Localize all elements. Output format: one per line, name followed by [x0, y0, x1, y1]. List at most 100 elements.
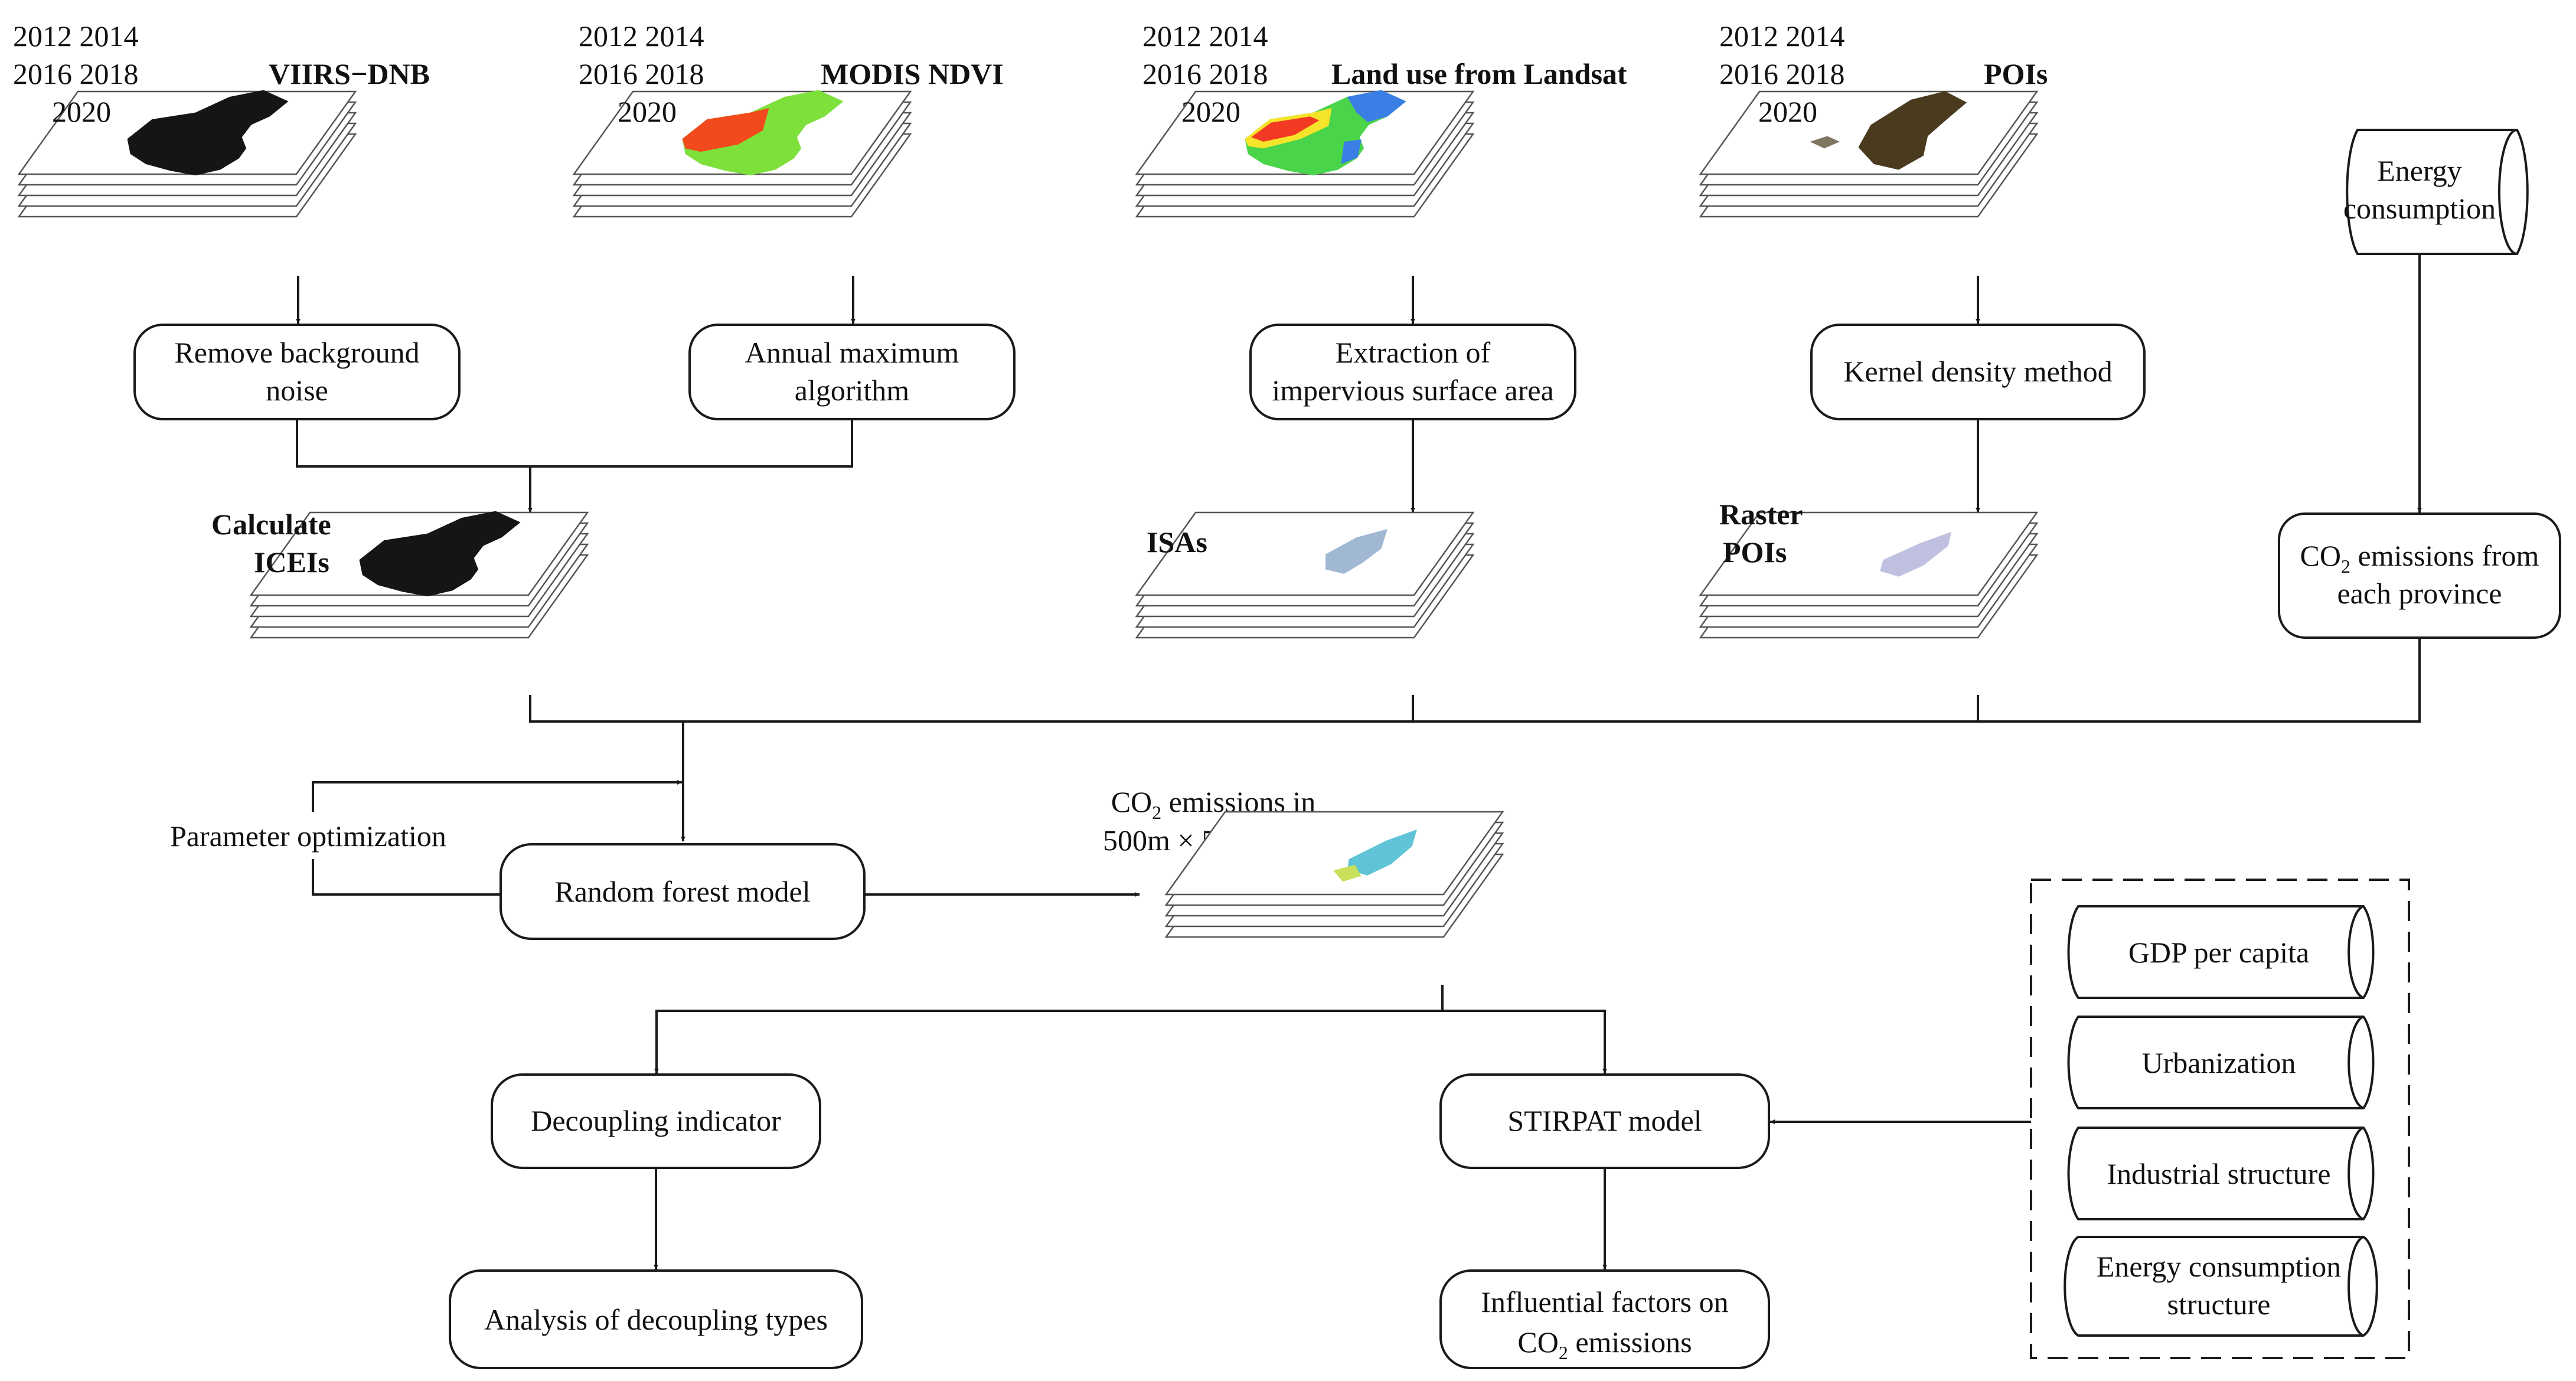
svg-text:2020: 2020	[1758, 95, 1817, 128]
svg-text:STIRPAT model: STIRPAT model	[1507, 1104, 1702, 1137]
factor-industrial-structure: Industrial structure	[2067, 1127, 2375, 1220]
map-shape	[1325, 529, 1387, 574]
svg-text:VIIRS−DNB: VIIRS−DNB	[269, 57, 430, 90]
decoupling-indicator-box: Decoupling indicator	[491, 1073, 821, 1169]
extraction-isa-box: Extraction of impervious surface area	[1249, 324, 1576, 420]
modis-ndvi-stack	[572, 90, 912, 218]
input-label-ndvi: 2012 2014 2016 2018 2020 MODIS NDVI	[579, 19, 1004, 128]
svg-text:each province: each province	[2337, 577, 2502, 610]
map-shape	[359, 511, 521, 596]
poi-map-shape	[1858, 91, 1967, 170]
raster-layer-sheet	[1135, 511, 1475, 596]
svg-text:2016 2018: 2016 2018	[1142, 57, 1268, 90]
arrow-to-decoupling	[654, 985, 1444, 1073]
factors-dashed-group	[2030, 879, 2410, 1359]
svg-text:2020: 2020	[52, 95, 111, 128]
co2-emissions-province-box: CO2 emissions from each province	[2278, 512, 2561, 639]
input-label-pois: 2012 2014 2016 2018 2020 POIs	[1719, 19, 2048, 128]
merge-line-ntl-ndvi	[296, 419, 853, 468]
ndvi-map-shape	[682, 90, 844, 175]
svg-text:impervious surface area: impervious surface area	[1272, 374, 1554, 407]
svg-text:Extraction of: Extraction of	[1336, 336, 1491, 369]
map-shape	[127, 90, 289, 175]
raster-poi-map-shape	[1880, 531, 1951, 577]
svg-text:noise: noise	[266, 374, 328, 407]
svg-text:Influential factors on: Influential factors on	[1481, 1285, 1728, 1318]
svg-text:2020: 2020	[618, 95, 677, 128]
svg-text:MODIS NDVI: MODIS NDVI	[821, 57, 1004, 90]
svg-text:Kernel density method: Kernel density method	[1843, 355, 2112, 388]
stirpat-model-box: STIRPAT model	[1439, 1073, 1770, 1169]
raster-pois-label: Raster POIs	[1719, 498, 1803, 569]
svg-text:Energy consumption: Energy consumption	[2097, 1250, 2341, 1283]
svg-text:Urbanization: Urbanization	[2141, 1046, 2296, 1079]
collector-line	[529, 638, 2421, 723]
remove-background-noise-box: Remove background noise	[133, 324, 461, 420]
svg-text:Energy: Energy	[2377, 154, 2461, 187]
map-shape	[1810, 91, 1967, 170]
factor-gdp-per-capita: GDP per capita	[2067, 905, 2375, 999]
svg-text:consumption: consumption	[2343, 192, 2496, 225]
isas-label: ISAs	[1147, 525, 1207, 559]
svg-text:Decoupling indicator: Decoupling indicator	[531, 1104, 781, 1137]
svg-text:2020: 2020	[1181, 95, 1240, 128]
map-shape	[1245, 90, 1406, 175]
raster-layer-sheet	[1164, 811, 1504, 896]
svg-text:Industrial structure: Industrial structure	[2107, 1157, 2330, 1190]
poi-stack	[1699, 90, 2039, 218]
svg-text:CO2 emissions from: CO2 emissions from	[2300, 539, 2539, 577]
svg-text:Annual maximum: Annual maximum	[745, 336, 959, 369]
parameter-optimization-label: Parameter optimization	[170, 820, 446, 853]
svg-text:2012 2014: 2012 2014	[1719, 19, 1845, 53]
svg-text:algorithm: algorithm	[795, 374, 910, 407]
land-use-stack	[1135, 90, 1475, 218]
svg-text:2012 2014: 2012 2014	[1142, 19, 1268, 53]
poi-west-cluster	[1810, 136, 1840, 149]
map-shape	[1333, 829, 1417, 882]
input-label-viirs: 2012 2014 2016 2018 2020 VIIRS−DNB	[13, 19, 430, 128]
raster-layer-sheet	[1699, 511, 2039, 596]
annual-maximum-algorithm-box: Annual maximum algorithm	[688, 324, 1016, 420]
svg-text:Land use from Landsat: Land use from Landsat	[1331, 57, 1627, 90]
svg-text:Remove background: Remove background	[174, 336, 419, 369]
viirs-dnb-stack	[17, 90, 357, 218]
factor-energy-consumption-structure: Energy consumption structure	[2064, 1236, 2378, 1337]
isa-map-shape	[1325, 529, 1387, 574]
svg-text:ICEIs: ICEIs	[254, 546, 329, 579]
landuse-blue-region	[1341, 139, 1362, 164]
input-label-landuse: 2012 2014 2016 2018 2020 Land use from L…	[1142, 19, 1627, 128]
co2-grid-map-shape	[1347, 829, 1417, 876]
svg-text:2016 2018: 2016 2018	[579, 57, 704, 90]
svg-text:POIs: POIs	[1723, 536, 1787, 569]
arrow-to-stirpat	[1442, 1010, 1607, 1073]
svg-text:Analysis of decoupling types: Analysis of decoupling types	[484, 1303, 828, 1336]
icei-stack	[249, 511, 589, 639]
ndvi-arid-region	[682, 108, 769, 152]
co2-grid-stack	[1164, 811, 1504, 938]
svg-text:2012 2014: 2012 2014	[579, 19, 704, 53]
kernel-density-box: Kernel density method	[1810, 324, 2146, 420]
influential-factors-box: Influential factors on CO2 emissions	[1439, 1269, 1770, 1369]
svg-text:POIs: POIs	[1984, 57, 2048, 90]
isa-stack	[1135, 511, 1475, 639]
svg-text:GDP per capita: GDP per capita	[2128, 936, 2309, 969]
landuse-blue-region	[1347, 90, 1406, 122]
svg-text:Random forest model: Random forest model	[554, 875, 810, 908]
svg-text:Raster: Raster	[1719, 498, 1803, 531]
raster-poi-stack	[1699, 511, 2039, 639]
param-opt-label-bg	[162, 812, 469, 859]
calculate-iceis-label: Calculate ICEIs	[211, 508, 331, 579]
random-forest-model-box: Random forest model	[499, 843, 866, 940]
svg-text:2016 2018: 2016 2018	[1719, 57, 1845, 90]
svg-text:structure: structure	[2167, 1288, 2271, 1321]
map-shape	[682, 90, 844, 175]
svg-text:2016 2018: 2016 2018	[13, 57, 139, 90]
co2-grid-yellow-patch	[1333, 864, 1362, 882]
svg-text:2012 2014: 2012 2014	[13, 19, 139, 53]
analysis-decoupling-types-box: Analysis of decoupling types	[449, 1269, 863, 1369]
nightlight-map-shape	[127, 90, 289, 175]
factor-urbanization: Urbanization	[2067, 1016, 2375, 1109]
landuse-red-region	[1251, 116, 1320, 142]
svg-text:Calculate: Calculate	[211, 508, 331, 541]
